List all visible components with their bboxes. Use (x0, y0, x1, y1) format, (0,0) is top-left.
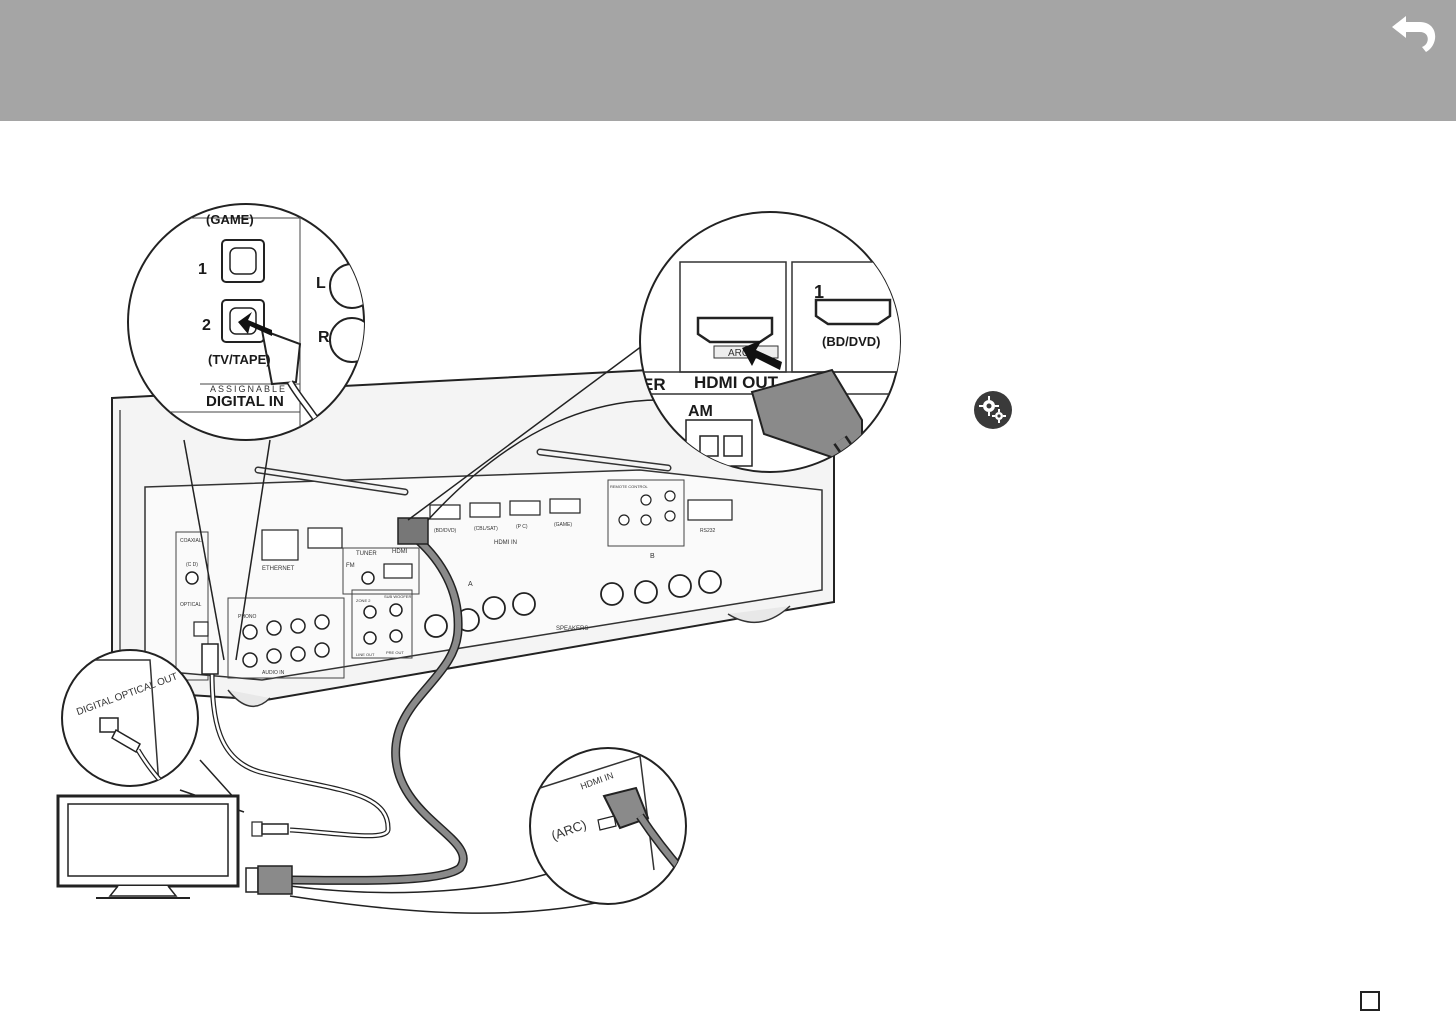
line-out-label: LINE OUT (356, 652, 375, 657)
zone2-label: ZONE 2 (356, 598, 371, 603)
cd-label: (C D) (186, 562, 198, 568)
subwoofer-label: SUB WOOFER (384, 594, 411, 599)
hdmi-in-callout: (ARC) HDMI IN (290, 748, 690, 913)
settings-gear-icon (973, 390, 1013, 430)
port-1-label: 1 (198, 261, 207, 278)
return-arrow-icon[interactable] (1388, 14, 1440, 58)
am-label: AM (688, 403, 713, 420)
rs232-label: RS232 (700, 528, 716, 534)
speakers-label: SPEAKERS (556, 626, 588, 632)
port-2-label: 2 (202, 317, 211, 334)
digital-in-label: DIGITAL IN (206, 393, 284, 410)
game-small-label: (GAME) (554, 522, 572, 528)
phono-label: PHONO (238, 614, 256, 620)
tuner-label: TUNER (356, 551, 377, 557)
connection-diagram: COAXIAL (C D) OPTICAL ETHERNET TUNER FM … (0, 121, 1456, 1032)
speaker-a-label: A (468, 581, 473, 588)
remote-control-label: REMOTE CONTROL (610, 484, 649, 489)
pre-out-label: PRE OUT (386, 650, 404, 655)
tv-side-plugs (246, 822, 292, 894)
optical-label: OPTICAL (180, 602, 202, 608)
channel-r-label: R (318, 329, 330, 346)
game-label: (GAME) (206, 212, 254, 227)
coaxial-label: COAXIAL (180, 538, 202, 544)
bd-dvd-small-label: (BD/DVD) (434, 528, 457, 534)
tv-tape-label: (TV/TAPE) (208, 352, 271, 367)
fm-label: FM (346, 563, 355, 569)
channel-l-label: L (316, 275, 326, 292)
cbl-sat-label: (CBL/SAT) (474, 526, 498, 532)
header-bar (0, 0, 1456, 121)
audio-in-label: AUDIO IN (262, 670, 285, 676)
bd-dvd-label: (BD/DVD) (822, 334, 881, 349)
tv-set (58, 796, 238, 898)
hdmi-1-label: 1 (814, 282, 824, 302)
hdmi-out-small-label: HDMI (392, 549, 408, 555)
ethernet-label: ETHERNET (262, 566, 295, 572)
page-square-icon[interactable] (1360, 991, 1380, 1011)
pc-label: (P C) (516, 524, 528, 530)
speaker-b-label: B (650, 553, 655, 560)
hdmi-in-panel-label: HDMI IN (494, 540, 517, 546)
